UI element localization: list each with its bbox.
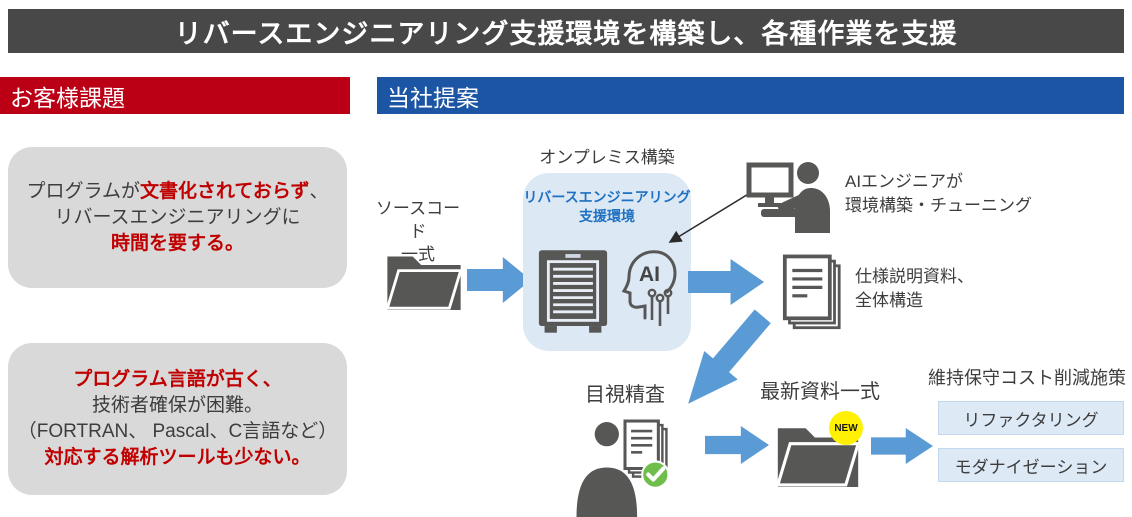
refactoring-box: リファクタリング <box>938 401 1124 435</box>
issue-text-highlight: 対応する解析ツールも少ない。 <box>44 447 311 468</box>
spec-docs-label-line1: 仕様説明資料、 <box>855 267 974 286</box>
issue-card-legacy-language: プログラム言語が古く、 技術者確保が困難。 （FORTRAN、 Pascal、C… <box>8 343 347 495</box>
ai-engineer-label: AIエンジニアが 環境構築・チューニング <box>845 170 1032 218</box>
refactoring-label: リファクタリング <box>963 410 1099 430</box>
issue-card-line: （FORTRAN、 Pascal、C言語など） <box>8 419 347 445</box>
issue-card-line: リバースエンジニアリングに <box>8 205 347 231</box>
issue-text-highlight: 時間を要する。 <box>110 232 244 254</box>
page-title: リバースエンジニアリング支援環境を構築し、各種作業を支援 <box>174 18 958 49</box>
title-banner: リバースエンジニアリング支援環境を構築し、各種作業を支援 <box>8 9 1124 53</box>
issue-card-line: プログラム言語が古く、 <box>8 367 347 393</box>
customer-issues-header-label: お客様課題 <box>10 84 125 111</box>
tuning-arrow <box>668 192 751 243</box>
issue-card-line: 技術者確保が困難。 <box>8 393 347 419</box>
issue-text: リバースエンジニアリングに <box>54 206 301 228</box>
onprem-label: オンプレミス構築 <box>539 148 675 167</box>
issue-card-line: 時間を要する。 <box>8 231 347 257</box>
issue-card-line: 対応する解析ツールも少ない。 <box>8 445 347 471</box>
issue-text: プログラムが <box>26 180 140 202</box>
cost-reduction-label: 維持保守コスト削減施策 <box>928 368 1126 388</box>
new-badge-label: NEW <box>834 422 858 434</box>
proposal-header-label: 当社提案 <box>387 84 479 111</box>
inspector-check-icon <box>576 419 670 517</box>
issue-card-documentation: プログラムが文書化されておらず、 リバースエンジニアリングに 時間を要する。 <box>8 147 347 288</box>
latest-docs-label: 最新資料一式 <box>760 381 880 403</box>
proposal-header: 当社提案 <box>377 77 1124 114</box>
server-icon <box>538 250 608 333</box>
ai-engineer-label-line1: AIエンジニアが <box>845 172 964 191</box>
ai-head-icon: AI <box>621 250 677 326</box>
flow-arrow-source-to-env <box>467 257 531 303</box>
env-title: リバースエンジニアリング 支援環境 <box>523 188 691 226</box>
issue-text: 技術者確保が困難。 <box>91 395 263 416</box>
source-code-label-line1: ソースコード <box>375 199 461 241</box>
customer-issues-header: お客様課題 <box>0 77 350 114</box>
issue-text: （FORTRAN、 Pascal、C言語など） <box>17 421 338 442</box>
issue-text-highlight: 文書化されておらず <box>139 180 310 202</box>
engineer-computer-icon <box>746 162 830 233</box>
issue-text: 、 <box>309 180 329 202</box>
modernization-box: モダナイゼーション <box>938 448 1124 482</box>
source-folder-icon <box>385 256 463 311</box>
flow-arrow-env-to-docs <box>688 259 764 305</box>
spec-docs-label-line2: 全体構造 <box>855 291 923 310</box>
spec-documents-icon <box>782 254 841 330</box>
issue-text-highlight: プログラム言語が古く、 <box>73 369 282 390</box>
flow-arrow-inspection-to-latest <box>705 426 769 464</box>
ai-engineer-label-line2: 環境構築・チューニング <box>845 196 1032 215</box>
env-title-line2: 支援環境 <box>579 208 635 224</box>
new-badge: NEW <box>829 411 863 445</box>
svg-text:AI: AI <box>639 263 660 286</box>
env-title-line1: リバースエンジニアリング <box>523 189 691 205</box>
spec-docs-label: 仕様説明資料、 全体構造 <box>855 265 974 313</box>
flow-arrow-latest-to-measures <box>871 428 933 464</box>
inspection-label: 目視精査 <box>585 384 665 406</box>
modernization-label: モダナイゼーション <box>954 457 1108 477</box>
issue-card-line: プログラムが文書化されておらず、 <box>8 179 347 205</box>
